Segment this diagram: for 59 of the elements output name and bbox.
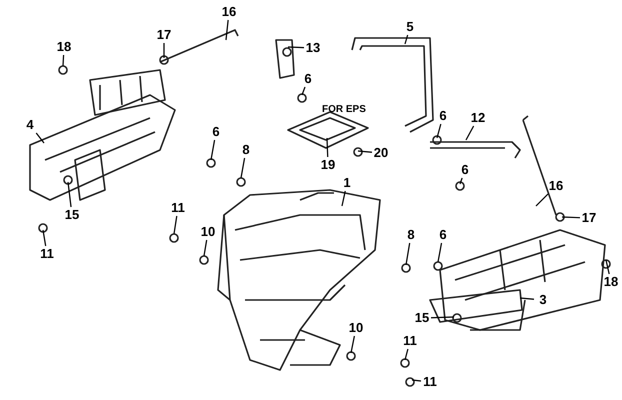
leader-line [536,194,548,206]
leader-line [62,54,64,66]
callout-number: 15 [414,311,430,325]
callout-number: 10 [348,321,364,335]
leader-line [430,316,454,318]
leader-line [437,242,442,262]
leader-line [203,240,208,256]
leader-line [326,138,328,158]
leader-line [225,20,229,40]
leader-line [341,190,346,206]
note-text: FOR EPS [322,104,366,116]
leader-line [67,182,72,208]
callout-number: 1 [339,176,355,190]
callout-number: 5 [402,20,418,34]
leader-line [301,86,306,96]
callout-number: 20 [373,146,389,160]
callout-number: 19 [320,158,336,172]
callout-number: 12 [470,111,486,125]
callout-number: 6 [457,163,473,177]
callout-number: 6 [435,228,451,242]
callout-number: 11 [422,375,438,389]
leader-line [173,216,178,234]
leader-line [562,216,580,218]
leader-line [459,178,463,184]
leader-line [42,230,46,246]
callout-number: 11 [170,201,186,215]
leader-line [405,242,410,266]
callout-number: 8 [238,143,254,157]
leader-line [350,336,355,354]
leader-line [436,124,442,138]
leader-line [358,150,372,153]
callout-number: 4 [22,118,38,132]
callout-number: 6 [300,72,316,86]
callout-number: 8 [403,228,419,242]
callout-number: 17 [156,28,172,42]
leader-line [520,297,534,300]
leader-line [163,43,165,58]
leader-line [605,260,610,274]
callout-number: 11 [402,334,418,348]
callout-number: 11 [39,247,55,261]
callout-number: 16 [548,179,564,193]
leader-line [404,34,408,44]
leader-line [412,379,422,382]
leader-line [465,126,474,140]
leader-line [36,132,44,144]
callout-number: 6 [208,125,224,139]
leader-line [404,348,408,360]
callout-number: 10 [200,225,216,239]
leader-line [210,140,216,160]
callout-number: 15 [64,208,80,222]
callout-number: 17 [581,211,597,225]
leader-line [240,158,246,178]
callout-number: 16 [221,5,237,19]
callout-number: 3 [535,293,551,307]
callout-number: 6 [435,109,451,123]
callout-number: 18 [56,40,72,54]
callout-number: 18 [603,275,619,289]
callout-number: 13 [305,41,321,55]
leader-line [288,46,304,48]
